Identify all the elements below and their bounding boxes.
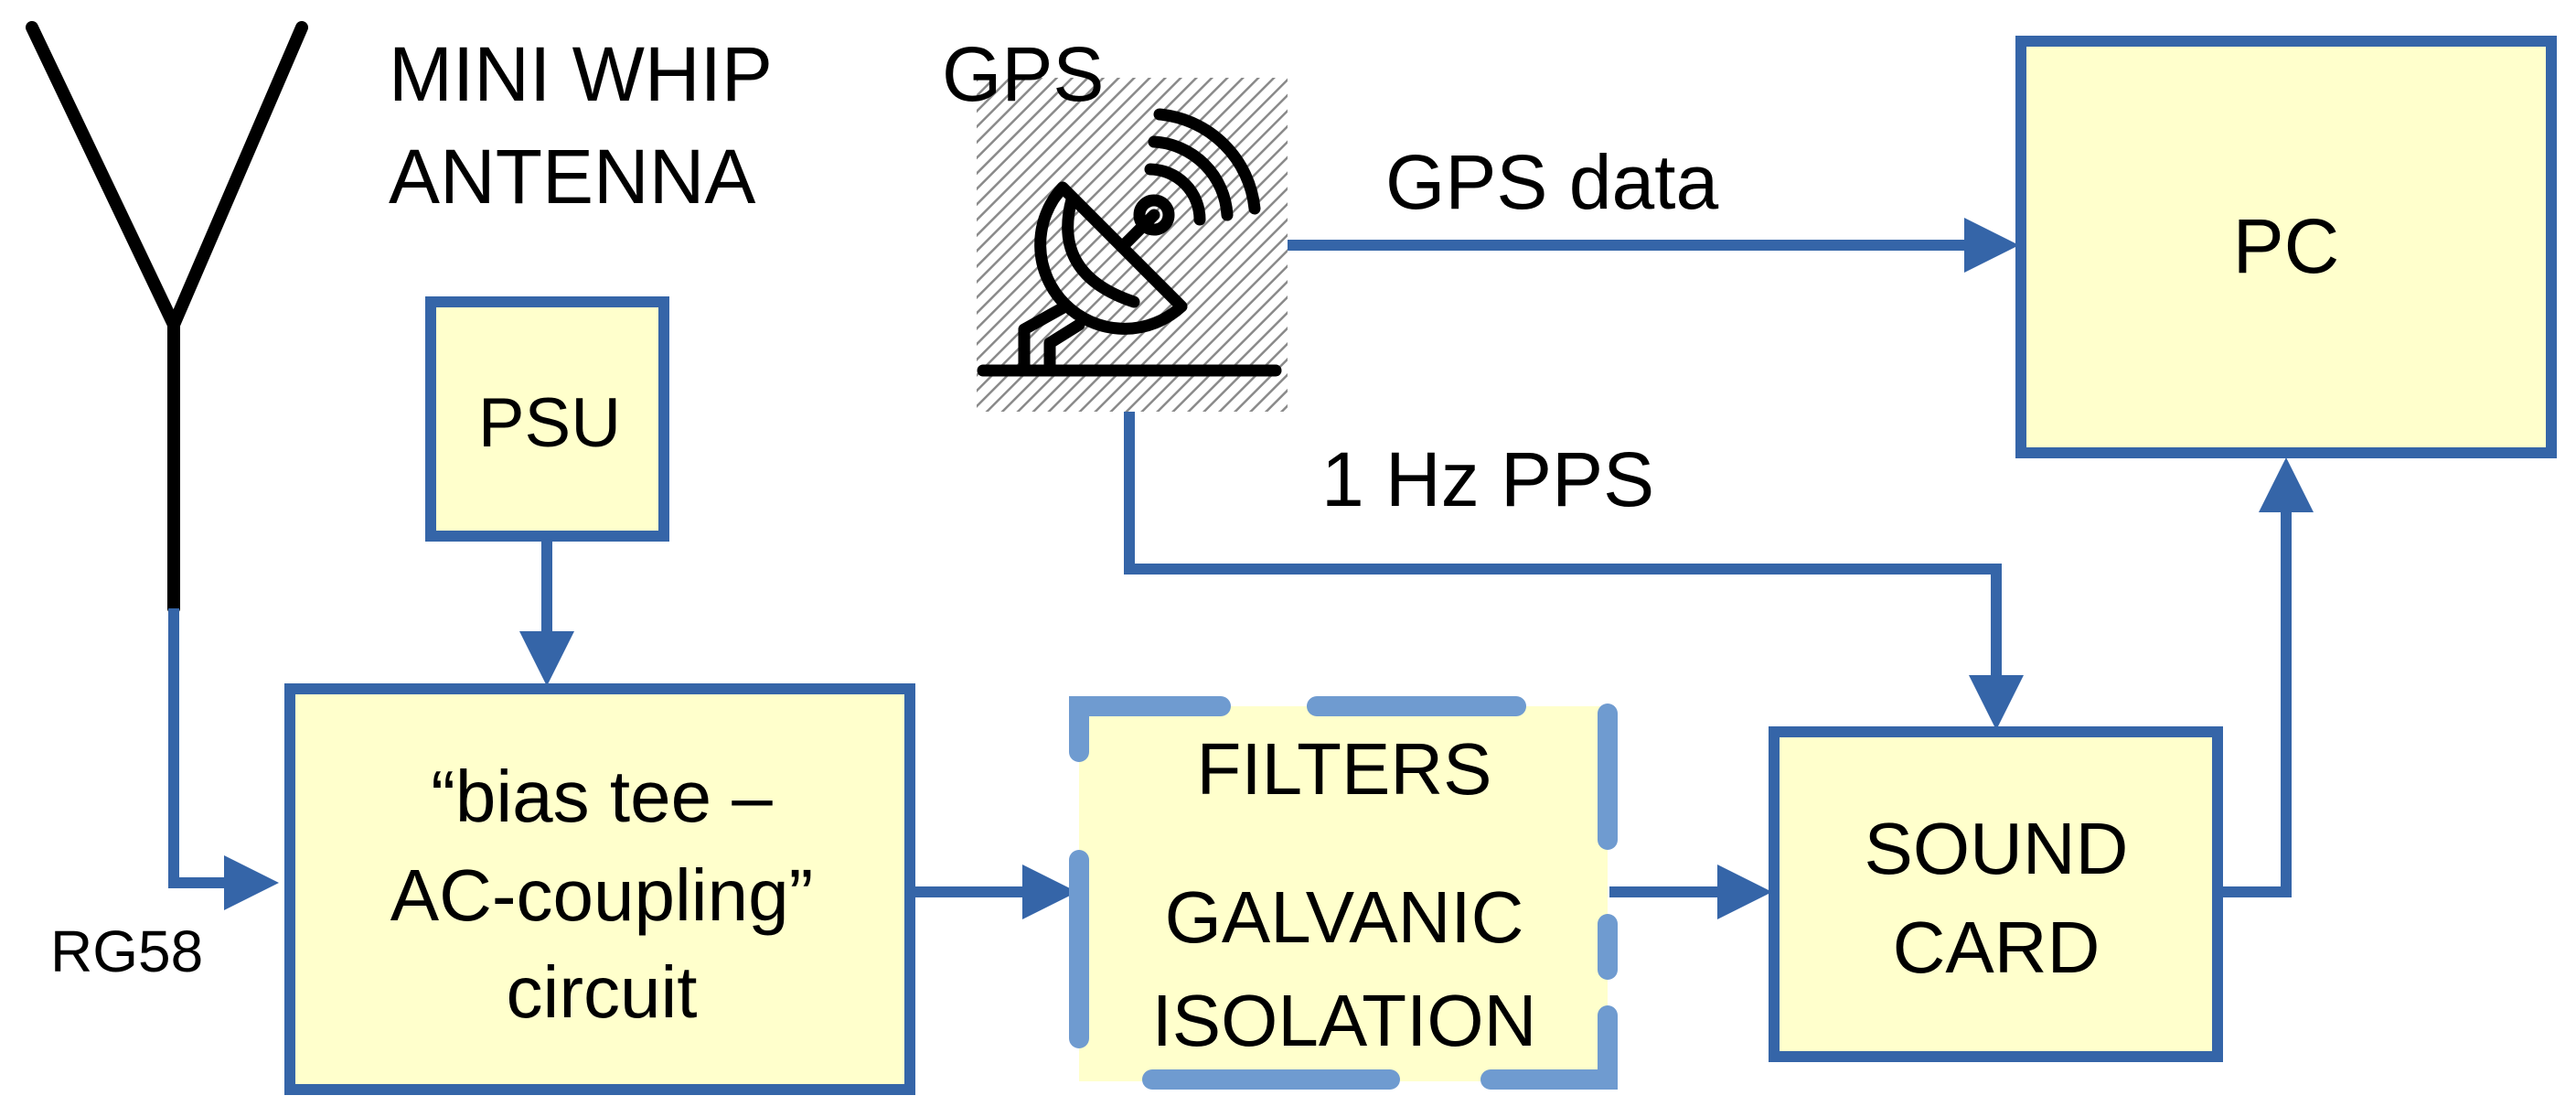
antenna-label-line1: MINI WHIP (389, 31, 773, 117)
arrow-into-pc-bottom (2259, 457, 2314, 512)
filters-label-line3: ISOLATION (1152, 980, 1537, 1061)
sound-card-box (1769, 726, 2223, 1062)
pc-label: PC (2233, 203, 2340, 289)
filters-box-border (1069, 696, 1618, 1090)
satellite-dish-icon (977, 78, 1288, 412)
arrow-into-bias-tee-top (519, 631, 574, 686)
rg58-label: RG58 (50, 918, 203, 984)
psu-label: PSU (478, 384, 621, 462)
pps-line (1124, 412, 2002, 677)
rg58-cable (168, 608, 229, 888)
arrow-into-filters (1022, 865, 1077, 919)
psu-box (425, 296, 669, 542)
pc-box (2015, 36, 2557, 458)
arrow-into-pc-left (1964, 218, 2019, 273)
sound-card-label-line2: CARD (1893, 907, 2100, 988)
bias-tee-box (284, 683, 915, 1095)
arrow-into-sound-card-top (1969, 675, 2024, 730)
arrow-into-sound-card (1717, 865, 1772, 919)
filters-label-line2: GALVANIC (1165, 876, 1524, 958)
pps-label: 1 Hz PPS (1321, 436, 1654, 522)
bias-tee-label-line2: AC-coupling” (390, 854, 813, 936)
filters-label-line1: FILTERS (1196, 728, 1491, 810)
bias-tee-label-line3: circuit (507, 951, 698, 1033)
antenna-label-line2: ANTENNA (389, 134, 755, 220)
bias-tee-label-line1: “bias tee – (431, 756, 773, 837)
arrow-into-bias-tee (224, 855, 279, 910)
sound-card-to-pc-line (2220, 508, 2292, 897)
connection-lines (168, 240, 2292, 897)
gps-data-label: GPS data (1385, 139, 1719, 225)
antenna-icon (26, 21, 308, 615)
filters-box-fill (1079, 706, 1608, 1081)
gps-label: GPS (942, 31, 1104, 117)
sound-card-label-line1: SOUND (1865, 808, 2129, 889)
arrowheads (224, 218, 2314, 919)
